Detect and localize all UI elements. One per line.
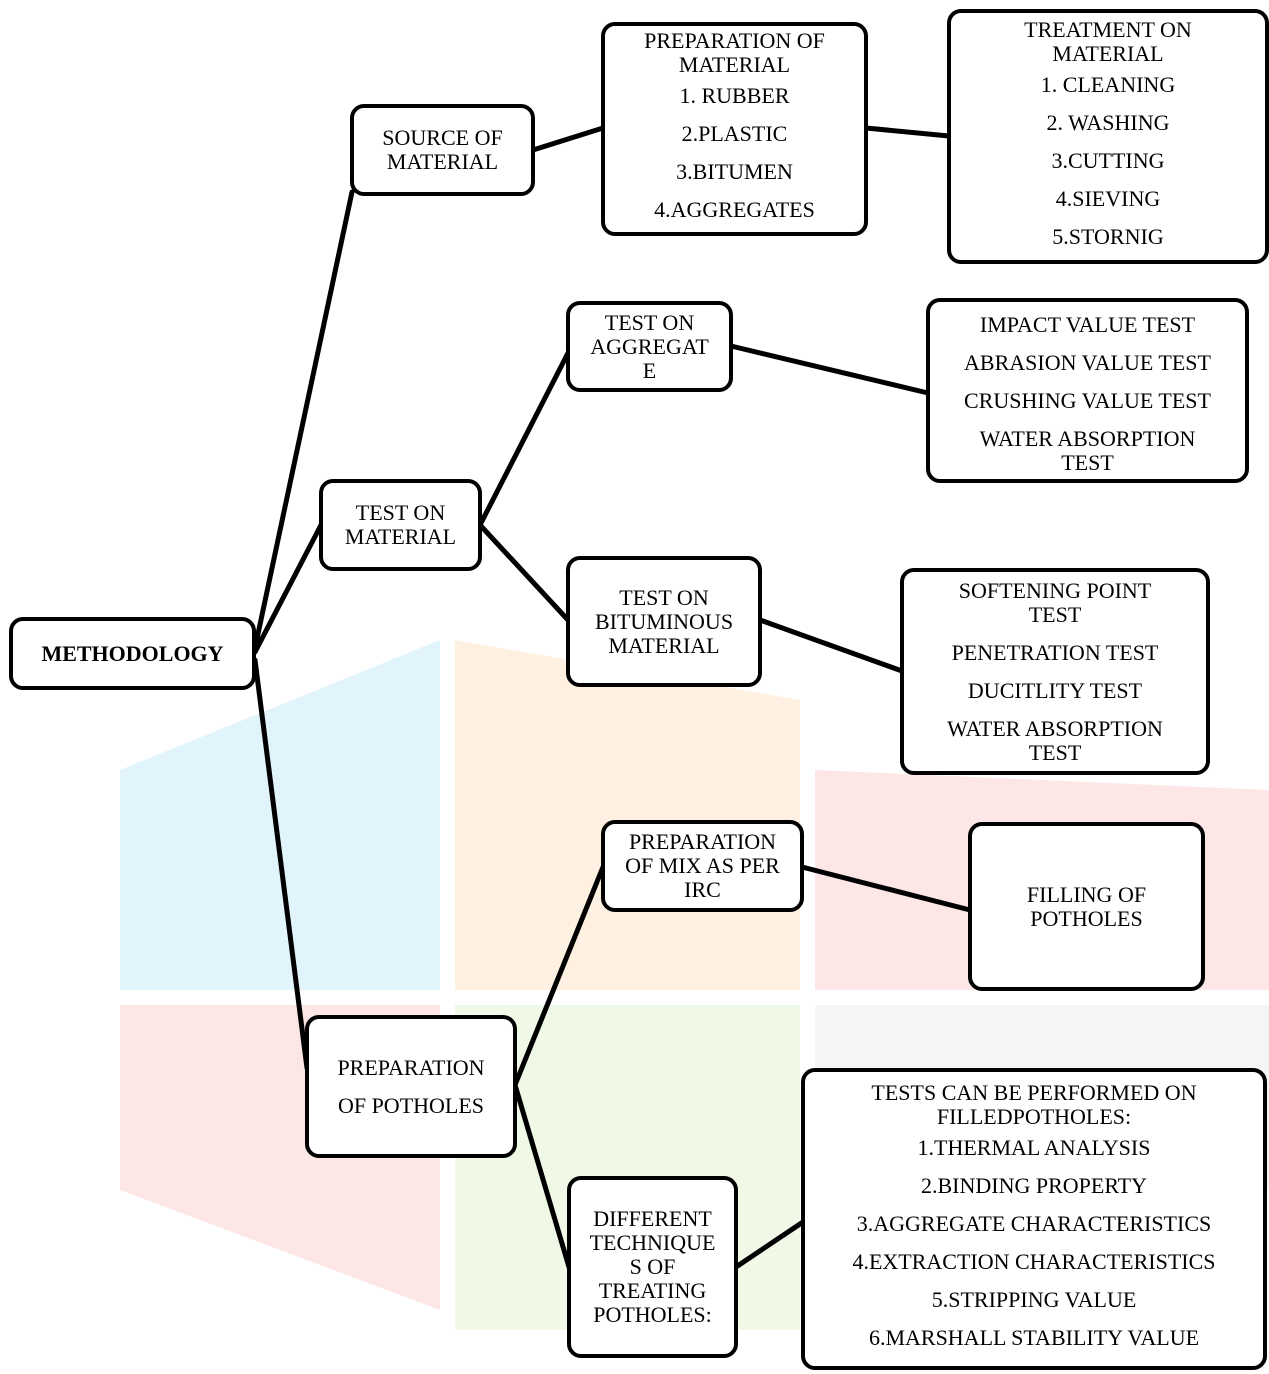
test-on-material-node: TEST ON MATERIAL [319, 479, 482, 571]
list-item: 3.AGGREGATE CHARACTERISTICS [856, 1211, 1212, 1236]
list-item: IMPACT VALUE TEST [979, 312, 1196, 337]
tests-on-filled-potholes-node: TESTS CAN BE PERFORMED ON FILLEDPOTHOLES… [801, 1068, 1267, 1370]
list-item: 3.CUTTING [1051, 147, 1165, 173]
preparation-of-potholes-node: PREPARATION OF POTHOLES [305, 1015, 517, 1158]
list-item: 2. WASHING [1046, 109, 1170, 135]
node-label-line: FILLING OF [1026, 881, 1147, 907]
test-on-bituminous-node: TEST ON BITUMINOUS MATERIAL [566, 556, 762, 687]
list-item: SOFTENING POINT [958, 577, 1152, 603]
list-item: 5.STORNIG [1052, 223, 1164, 249]
list-item: 1.THERMAL ANALYSIS [917, 1135, 1151, 1160]
test-on-aggregate-node: TEST ON AGGREGAT E [566, 301, 733, 392]
list-item: CRUSHING VALUE TEST [964, 388, 1211, 413]
list-item: 2.BINDING PROPERTY [920, 1173, 1148, 1198]
node-label-line: TEST ON [604, 309, 695, 335]
list-item: 6.MARSHALL STABILITY VALUE [868, 1325, 1200, 1350]
list-item: 3.BITUMEN [676, 159, 793, 184]
node-label-line: E [642, 357, 657, 383]
source-of-material-node: SOURCE OF MATERIAL [350, 104, 535, 196]
preparation-of-material-node: PREPARATION OF MATERIAL 1. RUBBER 2.PLAS… [601, 22, 868, 236]
list-item: ABRASION VALUE TEST [964, 350, 1211, 375]
node-label-line: POTHOLES: [593, 1302, 712, 1327]
node-label-line: MATERIAL [344, 524, 457, 549]
node-label-line: OF MIX AS PER [625, 853, 780, 878]
node-title-line: TESTS CAN BE PERFORMED ON [871, 1080, 1197, 1105]
list-item: 4.SIEVING [1055, 185, 1161, 211]
node-label-line: TECHNIQUE [589, 1230, 716, 1255]
node-label-line: SOURCE OF [382, 125, 503, 150]
node-label-line: AGGREGAT [590, 333, 709, 359]
list-item: WATER ABSORPTION [947, 715, 1163, 741]
node-title-line: MATERIAL [1052, 40, 1164, 66]
list-item: 1. CLEANING [1040, 71, 1176, 97]
filling-of-potholes-node: FILLING OF POTHOLES [968, 822, 1205, 991]
list-item: 4.AGGREGATES [654, 197, 815, 222]
list-item: WATER ABSORPTION [979, 426, 1196, 451]
list-item: PENETRATION TEST [951, 639, 1159, 665]
list-item: 1. RUBBER [679, 83, 790, 108]
node-label-line: OF POTHOLES [337, 1092, 485, 1118]
methodology-label: METHODOLOGY [41, 640, 224, 666]
node-label-line: MATERIAL [386, 149, 499, 174]
node-title-line: PREPARATION OF [644, 28, 825, 53]
list-item: TEST [1028, 739, 1082, 765]
list-item: TEST [1028, 601, 1082, 627]
node-label-line: PREPARATION [628, 829, 777, 854]
treatment-on-material-node: TREATMENT ON MATERIAL 1. CLEANING 2. WAS… [947, 9, 1269, 264]
list-item: 5.STRIPPING VALUE [931, 1287, 1137, 1312]
different-techniques-node: DIFFERENT TECHNIQUE S OF TREATING POTHOL… [567, 1176, 738, 1358]
list-item: TEST [1061, 450, 1114, 475]
node-label-line: PREPARATION [337, 1054, 485, 1080]
node-label-line: TREATING [598, 1278, 707, 1303]
methodology-node: METHODOLOGY [9, 617, 256, 690]
node-label-line: POTHOLES [1030, 905, 1143, 931]
preparation-of-mix-node: PREPARATION OF MIX AS PER IRC [601, 820, 804, 912]
list-item: 2.PLASTIC [681, 121, 788, 146]
aggregate-tests-node: IMPACT VALUE TEST ABRASION VALUE TEST CR… [926, 298, 1249, 483]
bituminous-tests-node: SOFTENING POINT TEST PENETRATION TEST DU… [900, 568, 1210, 775]
list-item: DUCITLITY TEST [967, 677, 1143, 703]
node-label-line: S OF [629, 1254, 676, 1279]
node-label-line: IRC [684, 877, 721, 902]
node-label-line: BITUMINOUS [594, 608, 734, 634]
node-label-line: MATERIAL [608, 632, 720, 658]
list-item: 4.EXTRACTION CHARACTERISTICS [852, 1249, 1216, 1274]
node-title-line: MATERIAL [678, 52, 791, 77]
node-title-line: FILLEDPOTHOLES: [936, 1104, 1132, 1129]
node-title-line: TREATMENT ON [1024, 16, 1192, 42]
node-label-line: TEST ON [355, 500, 446, 525]
node-label-line: TEST ON [619, 584, 709, 610]
node-label-line: DIFFERENT [593, 1206, 712, 1231]
